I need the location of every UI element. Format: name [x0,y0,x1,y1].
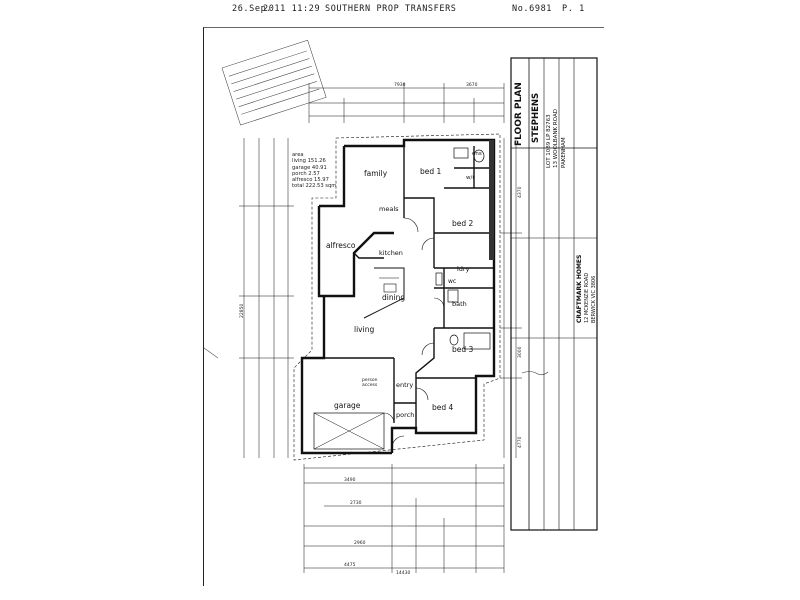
fax-page: P. 1 [562,4,585,14]
room-bath: bath [452,300,467,308]
floor-plan-drawing [204,39,598,573]
room-garage: garage [334,401,361,410]
room-wc: wc [448,278,457,285]
dim-bottom-row1: 3490 [344,478,356,483]
area-porch: porch 2.57 [292,170,320,177]
room-living: living [354,325,375,334]
dim-right-b: 3000 [518,346,523,358]
room-person-access: person access [362,378,378,388]
dim-bottom-row2: 2730 [350,501,362,506]
room-dining: dining [382,293,406,302]
room-porch: porch [396,411,415,419]
room-bed-2: bed 2 [452,219,474,228]
room-bed-1: bed 1 [420,167,442,176]
area-alfresco: alfresco 15.97 [292,177,329,184]
fax-doc-no: No.6981 [512,4,553,14]
fax-header: 26.Sep. 2011 11:29 SOUTHERN PROP TRANSFE… [0,0,800,20]
dim-left-overall: 22850 [240,303,245,318]
dim-top-overall: 7930 [394,83,406,88]
dim-right-a: 4370 [518,186,523,198]
dim-top-left: 3670 [466,83,478,88]
room-bed-3: bed 3 [452,345,474,354]
room-meals: meals [379,205,399,213]
room-ens: ens [472,151,482,157]
dim-right-c: 4770 [518,436,523,448]
title-block-builder: CRAFTMARK HOMES [576,254,583,323]
title-block-road: 13 WOOLBANK ROAD [553,109,559,168]
room-wir: w/r [466,175,475,181]
title-block-builder-addr1: 12 MCKENZIE ROAD [584,272,590,323]
room-bed-4: bed 4 [432,403,454,412]
title-block-suburb: PAKENHAM [561,137,567,168]
dim-bottom-overall: 14430 [396,571,411,576]
title-block-client: STEPHENS [531,92,541,143]
room-ldry: ldry [457,265,470,273]
title-block-builder-addr2: BERWICK VIC 3806 [591,275,597,323]
title-block-title: FLOOR PLAN [514,82,524,146]
area-living: living 151.26 [292,158,326,165]
dim-bottom-row3: 2960 [354,541,366,546]
area-heading: area [292,152,304,158]
room-entry: entry [396,381,414,389]
room-alfresco: alfresco [326,241,356,250]
fax-sender: SOUTHERN PROP TRANSFERS [325,4,457,14]
fax-year-time: 2011 11:29 [263,4,321,14]
area-garage: garage 40.91 [292,164,327,171]
room-family: family [364,169,388,178]
fax-date: 26.Sep. [232,4,273,14]
area-schedule: area living 151.26 garage 40.91 porch 2.… [292,152,336,190]
plan-sheet: FLOOR PLAN STEPHENS LOT 1089 LP 82763 13… [203,27,604,586]
room-kitchen: kitchen [379,249,403,257]
title-block-lot: LOT 1089 LP 82763 [546,114,552,168]
area-total: total 222.53 sqm [292,183,337,190]
dim-bottom-row4: 4475 [344,563,356,568]
